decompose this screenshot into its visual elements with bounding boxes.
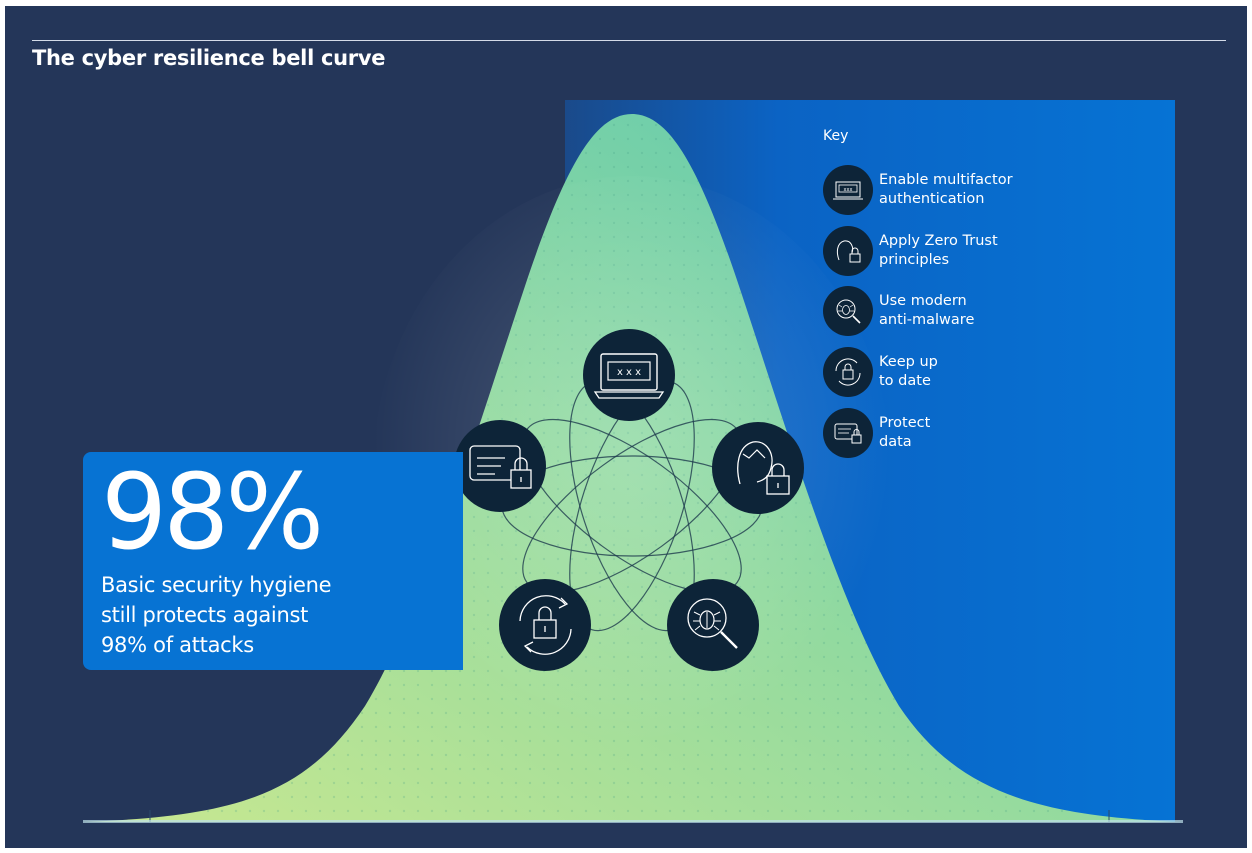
key-item-mfa: xxx Enable multifactor authentication xyxy=(823,165,1123,217)
laptop-password-icon: xxx xyxy=(823,165,873,215)
key-item-line: Use modern xyxy=(879,293,967,309)
lock-refresh-icon xyxy=(499,579,591,671)
document-lock-icon xyxy=(454,420,546,512)
stat-callout xyxy=(83,452,463,670)
bug-magnifier-icon xyxy=(823,286,873,336)
stat-caption: Basic security hygiene still protects ag… xyxy=(101,570,401,660)
key-item-label: Enable multifactor authentication xyxy=(879,171,1013,209)
key-item-label: Protect data xyxy=(879,414,930,452)
user-lock-icon xyxy=(823,226,873,276)
svg-text:x x x: x x x xyxy=(617,367,641,378)
document-lock-icon xyxy=(823,408,873,458)
lock-refresh-icon xyxy=(823,347,873,397)
stat-caption-line: 98% of attacks xyxy=(101,633,254,657)
key-item-zero-trust: Apply Zero Trust principles xyxy=(823,226,1123,278)
key-item-label: Use modern anti-malware xyxy=(879,292,974,330)
stat-number: 98% xyxy=(101,451,324,573)
page-title: The cyber resilience bell curve xyxy=(32,46,386,70)
key-item-label: Apply Zero Trust principles xyxy=(879,232,998,270)
bug-magnifier-icon xyxy=(667,579,759,671)
key-item-up-to-date: Keep up to date xyxy=(823,347,1123,399)
bell-curve-graphic: x x x xyxy=(83,100,1183,823)
stat-caption-line: Basic security hygiene xyxy=(101,573,332,597)
key-item-line: principles xyxy=(879,252,950,268)
user-lock-icon xyxy=(712,422,804,514)
svg-text:xxx: xxx xyxy=(844,187,853,193)
key-item-line: Enable multifactor xyxy=(879,172,1013,188)
key-item-line: data xyxy=(879,434,912,450)
key-item-protect-data: Protect data xyxy=(823,408,1123,460)
key-item-line: Apply Zero Trust xyxy=(879,233,998,249)
stat-caption-line: still protects against xyxy=(101,603,309,627)
key-item-line: Protect xyxy=(879,415,931,431)
infographic-frame: x x x xyxy=(5,6,1247,848)
top-divider xyxy=(32,40,1226,41)
key-item-line: anti-malware xyxy=(879,312,975,328)
laptop-password-icon: x x x xyxy=(583,329,675,421)
key-item-label: Keep up to date xyxy=(879,353,938,391)
key-item-line: Keep up xyxy=(879,354,938,370)
key-item-line: to date xyxy=(879,373,931,389)
key-item-anti-malware: Use modern anti-malware xyxy=(823,286,1123,338)
key-heading: Key xyxy=(823,128,849,144)
key-item-line: authentication xyxy=(879,191,985,207)
